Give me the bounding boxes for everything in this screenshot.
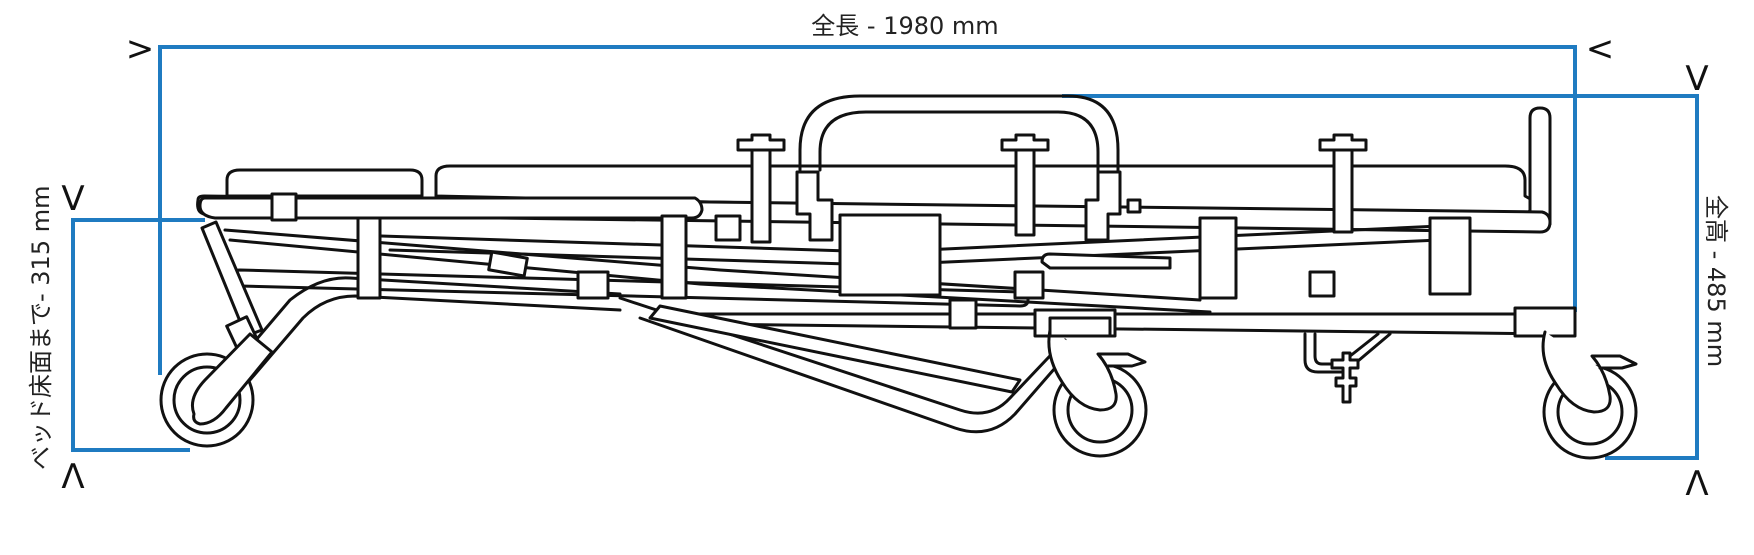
caster-middle <box>1047 316 1148 458</box>
stretcher-drawing <box>159 94 1638 460</box>
rail-clamp-2 <box>356 216 382 300</box>
bed-height-dimension-line <box>71 218 205 452</box>
dimension-lines <box>71 45 1699 460</box>
foot-end-post <box>1528 106 1552 226</box>
caster-front <box>159 332 274 448</box>
side-rail-post-2 <box>1000 133 1050 237</box>
rail-clamp-5 <box>714 214 742 242</box>
height-top-marker: V <box>1685 59 1708 99</box>
rail-clamp-6 <box>1013 270 1045 300</box>
center-mechanism-block <box>838 213 942 297</box>
height-label: 全高 - 485 mm <box>1702 195 1730 367</box>
push-handle-inner <box>818 110 1100 174</box>
side-bracket <box>1040 252 1172 270</box>
push-handle-outer <box>798 94 1120 174</box>
height-bottom-marker: Λ <box>1685 464 1708 504</box>
diagonal-strut-2 <box>228 238 1212 314</box>
base-rail <box>698 312 1557 336</box>
front-leg-strut <box>200 220 264 338</box>
handle-latch-right <box>1084 170 1122 242</box>
rail-clamp-7 <box>1198 216 1238 300</box>
foot-pedal <box>1126 198 1142 214</box>
front-leg-curve-outer <box>203 276 622 402</box>
bed-height-top-marker: V <box>61 179 84 219</box>
hanging-bracket-inner <box>1313 332 1380 366</box>
side-rail-post-3 <box>1318 133 1368 234</box>
caster-rear <box>1541 330 1638 460</box>
side-rail-post-1 <box>736 133 786 244</box>
rail-clamp-1 <box>270 192 298 222</box>
rail-clamp-8 <box>1308 270 1336 298</box>
length-end-marker: < <box>1586 29 1615 69</box>
length-start-marker: > <box>126 29 155 69</box>
bed-height-label: ベッド床面まで- 315 mm <box>27 186 55 470</box>
height-dimension-line <box>1062 94 1699 460</box>
length-dimension-line <box>158 45 1577 375</box>
rail-clamp-4 <box>576 270 610 300</box>
length-label: 全長 - 1980 mm <box>811 12 998 40</box>
rail-clamp-3 <box>660 214 688 300</box>
handle-latch-left <box>795 170 834 242</box>
head-section-rail <box>198 196 704 220</box>
hanging-bracket <box>1303 332 1392 374</box>
lower-leg-inner-strut <box>648 304 1022 394</box>
rail-clamp-13 <box>487 250 529 278</box>
lower-leg-frame <box>618 296 1067 415</box>
rail-clamp-9 <box>1428 216 1472 296</box>
rail-clamp-10 <box>948 298 978 330</box>
front-leg-curve-inner <box>218 294 622 417</box>
bed-height-bottom-marker: Λ <box>61 457 84 497</box>
lower-leg-frame-inner <box>638 316 1064 434</box>
hook-fixture <box>1330 351 1360 404</box>
mattress-head-pad <box>225 168 424 198</box>
